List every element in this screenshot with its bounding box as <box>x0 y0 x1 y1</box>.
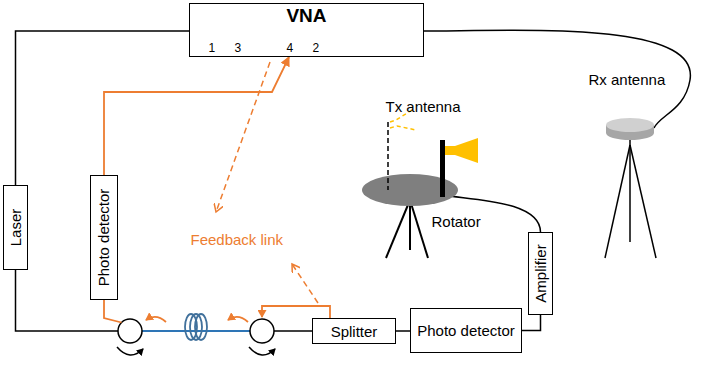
label-anchor: 1 <box>209 38 216 56</box>
previous-pole <box>387 122 389 190</box>
feedback-dashes <box>216 62 318 303</box>
connector <box>396 330 410 332</box>
horn-antenna <box>445 138 478 163</box>
connector <box>522 315 541 331</box>
pd-to-circulator <box>104 300 122 323</box>
tx-antenna <box>388 110 478 197</box>
antenna-label: Tx antenna <box>386 98 461 115</box>
tripod-leg <box>409 200 411 250</box>
port-number: 2 <box>313 41 320 55</box>
box-title: VNA <box>190 6 423 26</box>
box-label: Amplifier <box>532 244 549 302</box>
port-number: 3 <box>235 41 242 55</box>
tripod-leg <box>629 145 631 242</box>
label-anchor: 2 <box>313 38 320 56</box>
coil-loop <box>195 314 207 340</box>
port-number: 1 <box>209 41 216 55</box>
tripod-leg <box>410 200 428 258</box>
feedback-label: Feedback link <box>191 231 284 248</box>
label-anchor: Rotator <box>432 213 481 231</box>
antenna-label: Rx antenna <box>589 71 666 88</box>
rotation-arrow <box>117 347 143 355</box>
antenna-pole <box>440 140 445 197</box>
orange-paths <box>104 300 330 323</box>
black-wires <box>16 30 691 331</box>
port-number: 4 <box>287 41 294 55</box>
direction-arrow <box>146 317 166 322</box>
dashed-arrow <box>292 264 318 303</box>
connector <box>104 57 289 175</box>
circulator-arrows <box>117 347 275 355</box>
amplifier-box: Amplifier <box>528 232 553 315</box>
label-anchor: 4 <box>287 38 294 56</box>
box-label: Splitter <box>331 323 378 340</box>
feedback-path <box>262 306 330 318</box>
vna-box: VNA <box>189 3 424 57</box>
circulators <box>118 319 274 343</box>
photodetector-box: Photo detector <box>90 175 118 300</box>
fiber-to-splitter <box>274 330 312 332</box>
tripod-leg <box>386 200 410 258</box>
label-anchor: Rx antenna <box>589 71 666 89</box>
photodetector-box: Photo detector <box>410 308 522 353</box>
dashed-arrow <box>216 62 270 212</box>
fiber-coil <box>185 314 207 340</box>
splitter-box: Splitter <box>312 318 396 344</box>
rotator-label: Rotator <box>432 213 481 230</box>
connector <box>16 31 190 185</box>
box-label: Laser <box>7 209 24 247</box>
tripod-leg <box>630 145 656 258</box>
rotation-arrow <box>249 347 275 355</box>
label-anchor: Feedback link <box>191 231 284 249</box>
label-anchor: 3 <box>235 38 242 56</box>
box-label: Photo detector <box>96 189 113 287</box>
label-anchor: Tx antenna <box>386 98 461 116</box>
antenna-top <box>606 118 654 132</box>
box-label: Photo detector <box>417 322 515 339</box>
tripod-leg <box>605 145 630 258</box>
circulator <box>118 319 142 343</box>
circulator <box>250 319 274 343</box>
laser-box: Laser <box>3 185 28 270</box>
rx-antenna <box>605 118 656 258</box>
direction-arrow <box>228 317 248 322</box>
